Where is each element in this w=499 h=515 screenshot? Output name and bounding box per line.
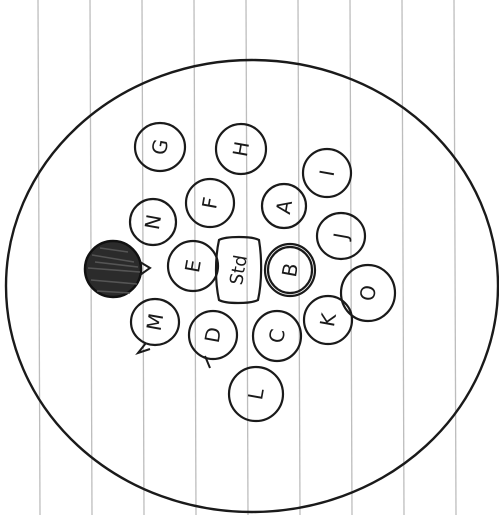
rule-line bbox=[298, 0, 300, 515]
label-o: O bbox=[355, 283, 381, 303]
label-n: N bbox=[140, 213, 166, 232]
label-j: J bbox=[328, 231, 353, 243]
plate-outline bbox=[6, 60, 498, 512]
rule-line bbox=[402, 0, 404, 515]
rule-line bbox=[194, 0, 196, 515]
label-std: Std bbox=[226, 253, 252, 286]
rule-line bbox=[142, 0, 144, 515]
rule-line bbox=[454, 0, 456, 515]
label-c: C bbox=[264, 327, 290, 345]
label-d: D bbox=[200, 325, 226, 344]
label-k: K bbox=[315, 311, 341, 329]
rule-line bbox=[38, 0, 40, 515]
label-a: A bbox=[271, 198, 297, 216]
filled-zone bbox=[85, 241, 150, 297]
label-i: I bbox=[315, 168, 340, 178]
label-g: G bbox=[147, 137, 173, 156]
label-f: F bbox=[197, 195, 223, 211]
label-m: M bbox=[142, 311, 169, 332]
label-h: H bbox=[228, 140, 254, 159]
label-e: E bbox=[180, 258, 206, 275]
